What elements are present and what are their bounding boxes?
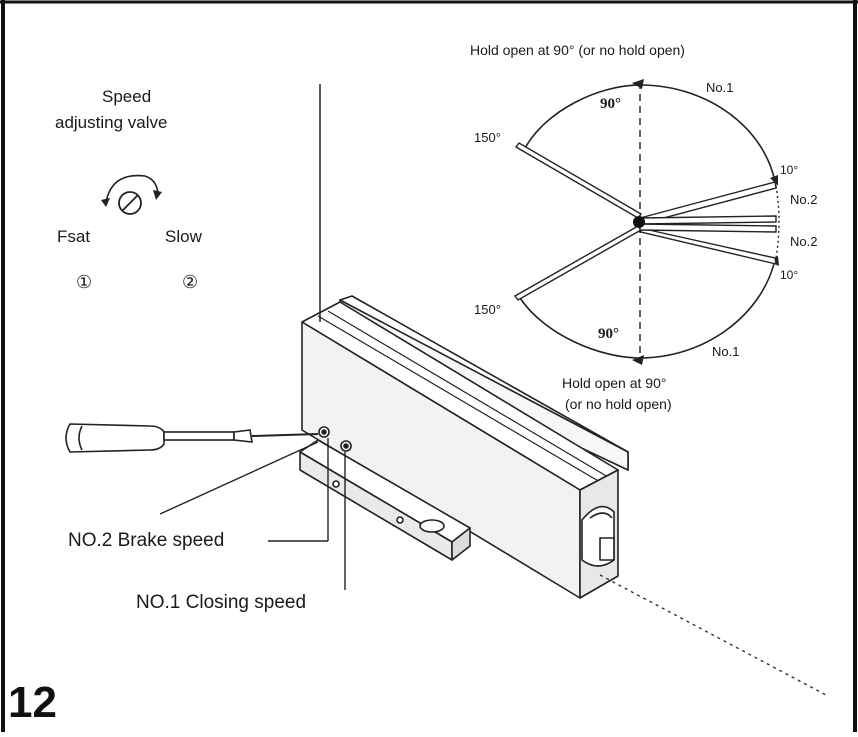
- no1-top-label: No.1: [706, 80, 734, 95]
- floor-line: [599, 574, 827, 696]
- no2-top-label: No.2: [790, 192, 818, 207]
- valve-title-line2: adjusting valve: [55, 113, 168, 132]
- angle-diagram: [513, 79, 780, 365]
- brake-speed-label: NO.2 Brake speed: [68, 530, 225, 551]
- door-closer-body: [299, 295, 629, 599]
- deg10-bottom-label: 10°: [780, 268, 799, 282]
- callout-leaders: [159, 438, 346, 590]
- bottom-hold-line2: (or no hold open): [565, 396, 672, 412]
- arrow-icon: [632, 355, 644, 365]
- deg90-bottom-label: 90°: [598, 326, 619, 342]
- page-number: 12: [8, 678, 57, 727]
- slow-number: ②: [182, 272, 199, 292]
- top-hold-label: Hold open at 90° (or no hold open): [470, 42, 685, 58]
- deg90-top-label: 90°: [600, 96, 621, 112]
- bottom-hold-line1: Hold open at 90°: [562, 375, 667, 391]
- slow-label: Slow: [165, 227, 202, 246]
- no1-bottom-label: No.1: [712, 344, 740, 359]
- no2-bottom-label: No.2: [790, 234, 818, 249]
- valve-icon: [101, 174, 162, 215]
- deg150-bottom-label: 150°: [474, 302, 501, 317]
- closing-speed-label: NO.1 Closing speed: [136, 592, 307, 613]
- screwdriver-icon: [65, 423, 319, 453]
- deg150-top-label: 150°: [474, 130, 501, 145]
- fast-label: Fsat: [57, 227, 91, 246]
- arrow-icon: [632, 79, 644, 89]
- fast-number: ①: [76, 272, 93, 292]
- valve-title-line1: Speed: [102, 87, 152, 106]
- deg10-top-label: 10°: [780, 163, 799, 177]
